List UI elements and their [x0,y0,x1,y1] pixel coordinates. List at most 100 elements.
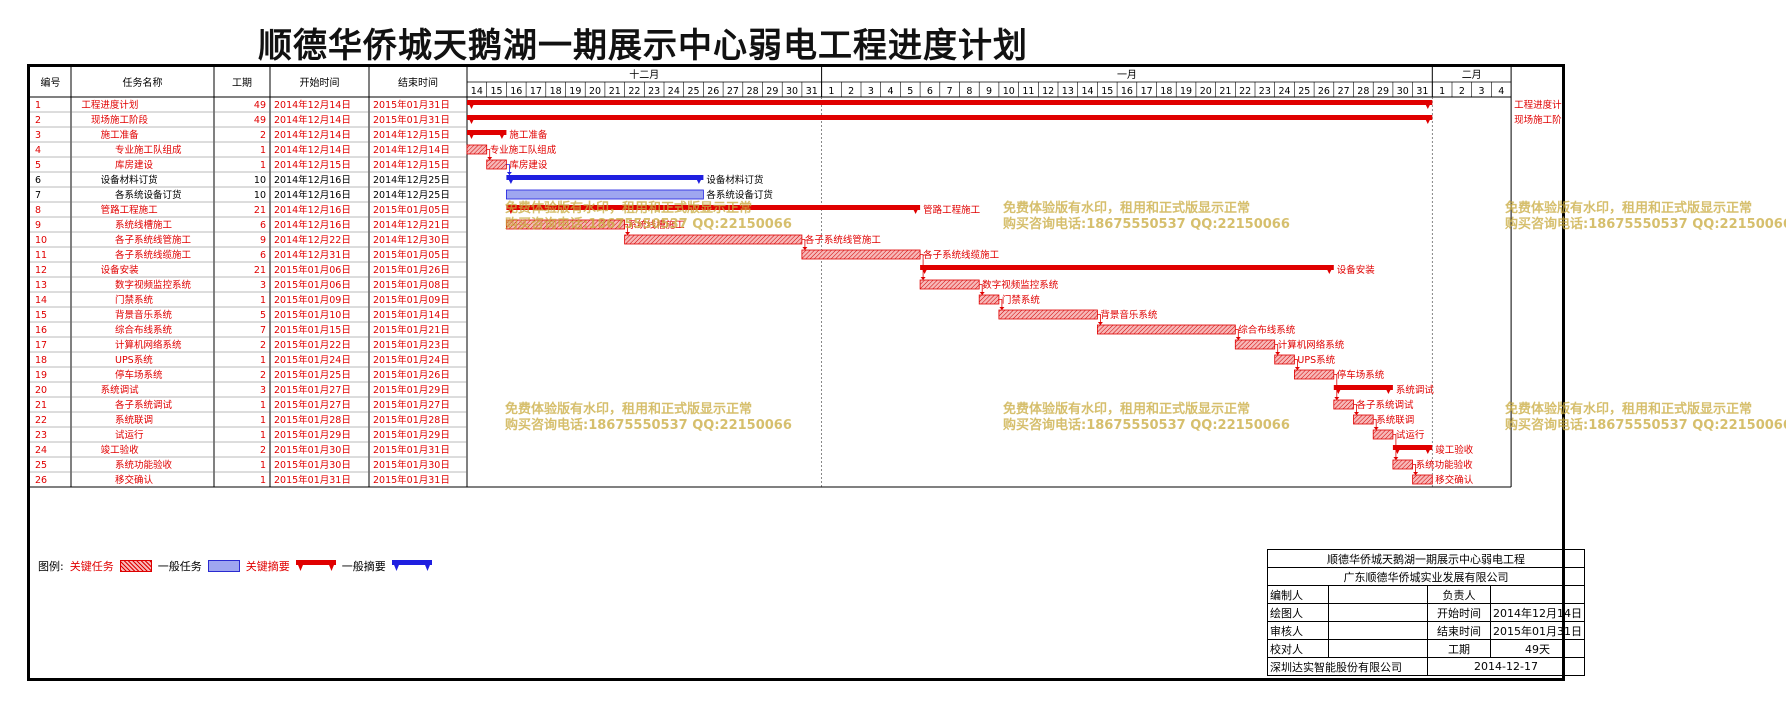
day-label: 27 [1338,86,1350,97]
row-id: 13 [35,280,47,291]
row-name: 试运行 [115,429,144,441]
row-duration: 6 [260,250,266,261]
row-id: 6 [35,175,41,186]
watermark-1a: 免费体验版有水印，租用和正式版显示正常购买咨询电话:18675550537 QQ… [505,201,792,232]
info-value-responsible [1489,585,1586,604]
dependency-line [1412,464,1416,475]
dependency-arrow [802,247,808,250]
row-end: 2015年01月21日 [373,324,450,336]
day-label: 24 [668,86,680,97]
row-start: 2015年01月09日 [274,294,351,306]
bar-label: 移交确认 [1435,474,1474,486]
row-name: 设备安装 [101,264,140,276]
critical-task-bar [1372,429,1394,440]
row-name: 库房建设 [115,159,154,171]
bar-label: 数字视频监控系统 [982,279,1059,291]
day-label: 23 [1259,86,1271,97]
row-duration: 2 [260,445,266,456]
row-end: 2015年01月24日 [373,354,450,366]
day-label: 12 [1042,86,1054,97]
bar-label: 设备材料订货 [706,174,763,186]
row-duration: 21 [254,205,266,216]
row-name: 综合布线系统 [115,324,173,336]
day-label: 24 [1279,86,1291,97]
row-name: 停车场系统 [115,369,163,381]
dependency-line [920,254,924,280]
dependency-line [1333,374,1338,400]
summary-bar-start-cap [467,115,476,124]
row-start: 2015年01月06日 [274,264,351,276]
legend: 图例: 关键任务 一般任务 关键摘要 一般摘要 [38,558,432,574]
info-value-checked-by [1328,639,1428,658]
row-id: 22 [35,415,47,426]
row-duration: 1 [260,415,266,426]
row-end: 2014年12月15日 [373,159,450,171]
row-duration: 6 [260,220,266,231]
bar-label: 计算机网络系统 [1278,339,1345,351]
row-name: 工程进度计划 [81,99,138,111]
day-label: 30 [786,86,798,97]
row-start: 2014年12月16日 [274,219,351,231]
row-name: 系统联调 [115,414,153,426]
row-start: 2015年01月10日 [274,309,351,321]
watermark-2c: 免费体验版有水印，租用和正式版显示正常购买咨询电话:18675550537 QQ… [1505,402,1786,433]
summary-bar-start-cap [920,265,930,274]
bar-label: 综合布线系统 [1238,324,1296,336]
dependency-line [1353,404,1357,415]
row-name: 系统线槽施工 [115,219,173,231]
row-id: 7 [35,190,41,201]
row-end: 2015年01月26日 [373,264,450,276]
month-label: 一月 [1117,69,1137,81]
info-label-duration: 工期 [1427,639,1491,658]
info-footer-date: 2014-12-17 [1426,657,1586,676]
row-duration: 2 [260,340,266,351]
day-label: 31 [1416,86,1428,97]
day-label: 8 [966,86,972,97]
day-label: 27 [727,86,739,97]
summary-bar-start-cap [506,175,516,184]
critical-task-bar [1274,354,1295,365]
info-block: 顺德华侨城天鹅湖一期展示中心弱电工程 广东顺德华侨城实业发展有限公司 编制人 负… [1266,549,1586,676]
row-id: 16 [35,325,47,336]
critical-task-bar [1234,339,1276,350]
row-start: 2015年01月29日 [274,429,351,441]
dependency-arrow [1334,397,1340,400]
day-label: 1 [828,86,834,97]
info-project-title: 顺德华侨城天鹅湖一期展示中心弱电工程 [1266,549,1586,568]
row-end: 2015年01月26日 [373,369,450,381]
row-duration: 1 [260,475,266,486]
critical-task-bar [978,294,1000,305]
day-label: 17 [1141,86,1153,97]
dependency-arrow [1235,337,1241,340]
bar-label: 管路工程施工 [923,204,981,216]
day-label: 21 [1219,86,1231,97]
day-label: 14 [471,86,483,97]
month-label: 十二月 [629,68,659,81]
summary-bar-start-cap [467,100,476,109]
row-end: 2014年12月25日 [373,189,450,201]
row-id: 23 [35,430,47,441]
page-title: 顺德华侨城天鹅湖一期展示中心弱电工程进度计划 [258,26,1028,66]
day-label: 25 [1298,86,1310,97]
row-end: 2015年01月08日 [373,279,450,291]
bar-label: 系统线槽施工 [628,219,686,231]
dependency-arrow [1354,412,1359,415]
header-id: 编号 [41,76,61,89]
legend-critical-summary-label: 关键摘要 [245,560,290,573]
summary-bar [467,130,507,135]
row-start: 2015年01月27日 [274,384,351,396]
row-start: 2015年01月22日 [274,339,351,351]
dependency-arrow [1373,427,1379,430]
row-duration: 1 [260,145,266,156]
bar-label: 各子系统线缆施工 [923,249,1000,261]
dependency-line [624,224,628,235]
dependency-arrow [1294,367,1300,370]
summary-bar [467,115,1433,120]
row-start: 2014年12月14日 [274,144,351,156]
day-label: 17 [530,86,542,97]
critical-task-bar [919,279,980,290]
header-end: 结束时间 [398,76,438,89]
row-id: 9 [35,220,41,231]
row-start: 2015年01月06日 [274,279,351,291]
row-id: 20 [35,385,47,396]
